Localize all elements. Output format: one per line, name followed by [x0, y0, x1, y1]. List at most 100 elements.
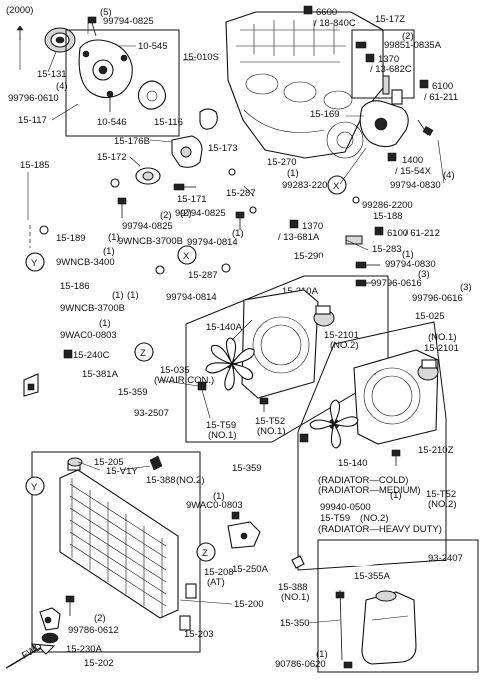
label-15-17z: 15-17Z	[375, 14, 405, 25]
label-15-388b-no: (NO.1)	[281, 592, 310, 603]
label-99283-qty: (1)	[287, 168, 299, 179]
label-15-240c: 15-240C	[73, 350, 110, 361]
label-9wac0-0803b: 9WAC0-0803	[186, 500, 243, 511]
overflow-hose-93-2507	[95, 395, 237, 498]
screw-icon	[391, 449, 401, 466]
label-15-250a: 15-250A	[232, 564, 269, 575]
reservoir-hose-93-2407	[345, 552, 417, 567]
label-99794-0825a-qty: (5)	[100, 7, 112, 18]
label-99786-0612-qty: (2)	[94, 613, 106, 624]
label-15-117: 15-117	[18, 115, 47, 126]
ref-y-marker-top	[25, 252, 45, 272]
label-15-287a: 15-287	[226, 188, 256, 199]
fan-blade-15-140a	[205, 337, 255, 391]
label-15-152a-no: (NO.1)	[257, 426, 286, 437]
mount-15-202	[41, 632, 59, 644]
label-99794-0825b-qty: (2)	[160, 210, 172, 221]
fan-shroud-15-210z	[353, 349, 439, 445]
label-99794-0830b: 99794-0830	[385, 259, 436, 270]
label-9wncb-3700b-b-qty: (1)	[112, 290, 124, 301]
label-93-2407: 93-2407	[428, 553, 463, 564]
label-99794-0825c-qty: (2)	[180, 208, 192, 219]
label-99786-0612: 99786-0612	[68, 625, 119, 636]
label-13-681a: / 13-681A	[278, 232, 320, 243]
label-15-388a-no: (NO.2)	[176, 475, 205, 486]
label-15-355a: 15-355A	[354, 571, 391, 582]
bolt-icon	[343, 661, 353, 669]
label-9wncb-3700b-a: 9WNCB-3700B	[118, 236, 183, 247]
label-99851-qty: (2)	[402, 31, 414, 42]
label-15-152b: 15-T52	[426, 489, 456, 500]
label-15-359b: 15-359	[232, 463, 262, 474]
bracket-15-250a	[227, 521, 261, 549]
label-9wac0-0803a: 9WAC0-0803	[60, 330, 117, 341]
bolt-icon	[355, 261, 380, 269]
label-15-025: 15-025	[415, 311, 445, 322]
label-15-208-qty: (AT)	[207, 577, 225, 588]
label-15-200: 15-200	[234, 599, 264, 610]
fan-shroud-15-210a	[241, 289, 319, 399]
label-15-116: 15-116	[154, 117, 183, 128]
label-1400: 1400	[402, 155, 423, 166]
label-15-185: 15-185	[20, 160, 50, 171]
water-pump-group-box	[65, 29, 180, 137]
label-99851-0835a: 99851-0835A	[384, 40, 442, 51]
label-1370a: 1370	[378, 54, 399, 65]
label-15-230a: 15-230A	[66, 644, 103, 655]
label-15-010s: 15-010S	[183, 52, 219, 63]
screw-icon	[259, 397, 269, 412]
label-15-v1y: 15-V1Y	[106, 466, 138, 477]
clip-icon	[149, 455, 163, 471]
hose-15-188	[334, 209, 362, 220]
label-15-205: 15-205	[94, 457, 124, 468]
label-15-152a: 15-T52	[255, 416, 285, 427]
hose-15-270	[243, 173, 311, 195]
label-90786-0620: 90786-0620	[275, 659, 326, 670]
label-99796-0616b-qty: (3)	[460, 282, 472, 293]
ref-x-marker-mid	[177, 245, 197, 265]
label-9wncb-3400-qty: (1)	[103, 246, 115, 257]
label-99794-0814a-qty: (1)	[232, 228, 244, 239]
label-99940-qty: (1)	[390, 490, 402, 501]
label-15-172: 15-172	[97, 152, 127, 163]
label-10-545: 10-545	[138, 41, 168, 52]
pipe-15-290	[231, 256, 329, 278]
label-15-140a: 15-140A	[206, 322, 243, 333]
bolt-icon	[87, 16, 97, 37]
radiator-cap-15-205	[67, 457, 83, 467]
cap-seal-15-131	[44, 27, 76, 53]
label-61-212: / 61-212	[405, 228, 440, 239]
label-61-211: / 61-211	[424, 92, 458, 103]
label-15-159b: 15-T59	[320, 513, 350, 524]
label-15-159-no: (NO.1)	[208, 430, 237, 441]
label-15-290: 15-290	[294, 251, 324, 262]
label-15-2101b: 15-2101	[424, 343, 459, 354]
label-15-350: 15-350	[280, 618, 310, 629]
label-99794-0814b: 99794-0814	[166, 292, 217, 303]
gasket-15-173	[199, 108, 218, 130]
year-tag: (2000)	[6, 5, 33, 16]
label-99796-0610: 99796-0610	[8, 93, 59, 104]
label-99794-0825a: 99794-0825	[103, 16, 154, 27]
ref-x-label-top: X	[333, 181, 340, 192]
label-1370b: 1370	[302, 221, 323, 232]
label-99796-0616b: 99796-0616	[412, 293, 463, 304]
thermostat-housing-15-17z	[359, 89, 409, 148]
label-15-189: 15-189	[56, 233, 86, 244]
mount-bushing-15-230a	[39, 607, 61, 631]
water-pump-15-010s	[78, 39, 133, 99]
sensor-group-box	[351, 29, 415, 99]
reservoir-15-350	[361, 590, 417, 665]
ref-y-marker-bottom	[25, 476, 45, 496]
label-15-131: 15-131	[37, 69, 67, 80]
forward-arrow-icon	[5, 643, 56, 669]
fan-motor-no1	[417, 359, 439, 381]
insulator-15-203	[179, 615, 191, 631]
label-18-840c: / 18-840C	[314, 18, 356, 29]
label-radiator-cold: (RADIATOR—COLD)	[318, 475, 408, 486]
drain-plug-15-208	[185, 583, 197, 599]
label-15-176b: 15-176B	[114, 136, 150, 147]
clip-icon	[291, 555, 305, 569]
bolt-icon	[65, 595, 75, 616]
label-99286-2200: 99286-2200	[362, 200, 413, 211]
